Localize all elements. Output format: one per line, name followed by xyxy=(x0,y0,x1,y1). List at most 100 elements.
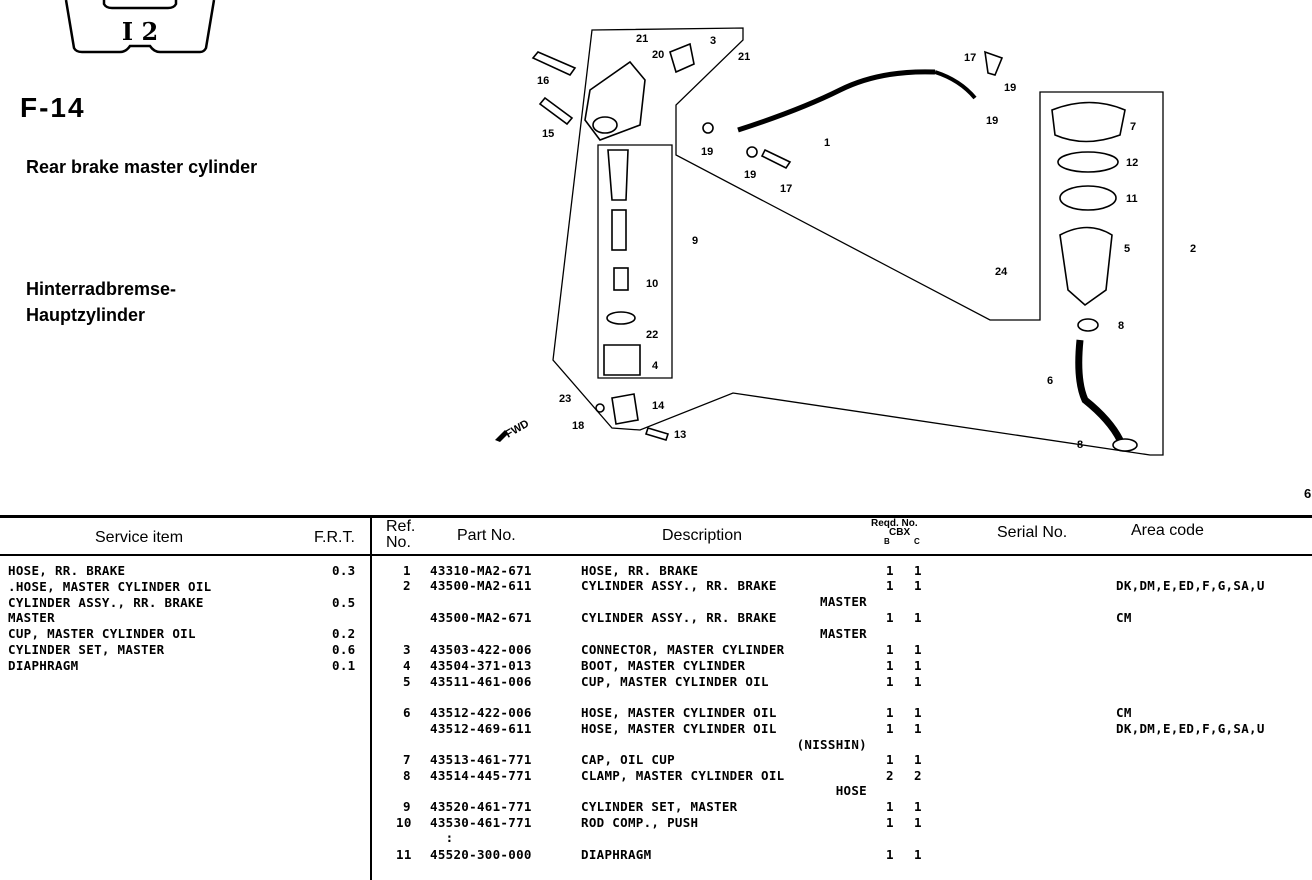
qty-b: 1 xyxy=(886,815,894,830)
bolt-15 xyxy=(538,96,574,126)
qty-b: 1 xyxy=(886,847,894,862)
ref-no: 10 xyxy=(396,815,412,830)
qty-c: 1 xyxy=(914,799,922,814)
part-number: 43500-MA2-611 xyxy=(430,578,532,593)
area-code: DK,DM,E,ED,F,G,SA,U xyxy=(1116,721,1265,736)
ref-no: 7 xyxy=(403,752,411,767)
fwd-label: FWD xyxy=(504,418,532,441)
qty-b: 1 xyxy=(886,578,894,593)
qty-c: 1 xyxy=(914,752,922,767)
callout-21: 21 xyxy=(636,33,648,45)
part-number: 43503-422-006 xyxy=(430,642,532,657)
qty-c: 1 xyxy=(914,658,922,673)
callout-1: 1 xyxy=(824,137,830,149)
ref-no: 1 xyxy=(403,563,411,578)
header-service-item: Service item xyxy=(95,529,184,546)
callout-19: 19 xyxy=(744,169,756,181)
service-frt: 0.6 xyxy=(332,642,356,657)
callout-17: 17 xyxy=(964,52,976,64)
qty-c: 1 xyxy=(914,642,922,657)
description: CONNECTOR, MASTER CYLINDER xyxy=(581,642,785,657)
description: CAP, OIL CUP xyxy=(581,752,675,767)
spring xyxy=(607,149,629,201)
part-number: 43520-461-771 xyxy=(430,799,532,814)
header-frt: F.R.T. xyxy=(314,529,355,546)
callout-9: 9 xyxy=(692,235,698,247)
service-item: CYLINDER ASSY., RR. BRAKE xyxy=(8,594,204,610)
ref-no: 9 xyxy=(403,799,411,814)
part-number: : xyxy=(430,830,454,845)
part-number: 43530-461-771 xyxy=(430,815,532,830)
qty-c: 1 xyxy=(914,721,922,736)
ref-no: 2 xyxy=(403,578,411,593)
boot xyxy=(603,344,641,376)
qty-b: 1 xyxy=(886,610,894,625)
description: CYLINDER ASSY., RR. BRAKE xyxy=(581,610,777,625)
part-number: 43514-445-771 xyxy=(430,768,532,783)
service-item: CUP, MASTER CYLINDER OIL xyxy=(8,626,196,642)
qty-c: 1 xyxy=(914,847,922,862)
section-code: F-14 xyxy=(20,92,86,123)
part-number: 43504-371-013 xyxy=(430,658,532,673)
diagram-outline xyxy=(552,27,1164,456)
title-german-line1: Hinterradbremse- xyxy=(26,279,177,299)
callout-24: 24 xyxy=(995,266,1008,278)
header-model: CBX xyxy=(889,527,911,538)
description: HOSE xyxy=(835,783,867,798)
callout-19: 19 xyxy=(986,115,998,127)
qty-c: 1 xyxy=(914,674,922,689)
title-german-line2: Hauptzylinder xyxy=(26,305,146,325)
header-ref-line1: Ref. xyxy=(386,518,416,535)
service-item: DIAPHRAGM xyxy=(8,657,79,673)
description: CUP, MASTER CYLINDER OIL xyxy=(581,674,769,689)
callout-11: 11 xyxy=(1126,193,1138,205)
description: (NISSHIN) xyxy=(796,737,867,752)
callout-21: 21 xyxy=(738,51,750,63)
qty-b: 1 xyxy=(886,658,894,673)
header-area-code: Area code xyxy=(1131,522,1204,539)
fwd-indicator: FWD xyxy=(495,418,531,442)
header-ref-line2: No. xyxy=(386,534,411,551)
service-frt: 0.3 xyxy=(332,563,356,578)
area-code: CM xyxy=(1116,705,1132,720)
description: CYLINDER ASSY., RR. BRAKE xyxy=(581,578,777,593)
part-number: 43513-461-771 xyxy=(430,752,532,767)
callout-4: 4 xyxy=(652,360,659,372)
area-code: CM xyxy=(1116,610,1132,625)
header-part-no: Part No. xyxy=(457,527,516,544)
callout-19: 19 xyxy=(701,146,713,158)
qty-c: 2 xyxy=(914,768,922,783)
header-reqd-no: Reqd. No. xyxy=(871,518,918,529)
header-description: Description xyxy=(662,527,743,544)
brake-hose xyxy=(737,69,936,133)
service-item: MASTER xyxy=(8,610,55,626)
part-number: 43512-469-611 xyxy=(430,721,532,736)
part-number: 43511-461-006 xyxy=(430,674,532,689)
qty-b: 1 xyxy=(886,799,894,814)
qty-c: 1 xyxy=(914,705,922,720)
ref-no: 5 xyxy=(403,674,411,689)
callout-16: 16 xyxy=(537,75,549,87)
qty-b: 1 xyxy=(886,674,894,689)
service-item: .HOSE, MASTER CYLINDER OIL xyxy=(8,578,212,594)
page-mark: 6 xyxy=(1304,486,1312,501)
qty-b: 1 xyxy=(886,642,894,657)
callout-14: 14 xyxy=(652,400,665,412)
callout-13: 13 xyxy=(674,429,686,441)
callout-18: 18 xyxy=(572,420,584,432)
service-frt: 0.1 xyxy=(332,657,356,673)
header-col-b: B xyxy=(884,537,890,546)
part-number: 45520-300-000 xyxy=(430,847,532,862)
joint-14 xyxy=(611,393,639,425)
description: MASTER xyxy=(820,594,867,609)
callout-12: 12 xyxy=(1126,157,1138,169)
description: HOSE, RR. BRAKE xyxy=(581,563,699,578)
service-item: CYLINDER SET, MASTER xyxy=(8,642,165,657)
description: CYLINDER SET, MASTER xyxy=(581,799,738,814)
description: ROD COMP., PUSH xyxy=(581,815,699,830)
reservoir-hose xyxy=(1075,339,1124,442)
part-number: 43500-MA2-671 xyxy=(430,610,532,625)
area-code: DK,DM,E,ED,F,G,SA,U xyxy=(1116,578,1265,593)
